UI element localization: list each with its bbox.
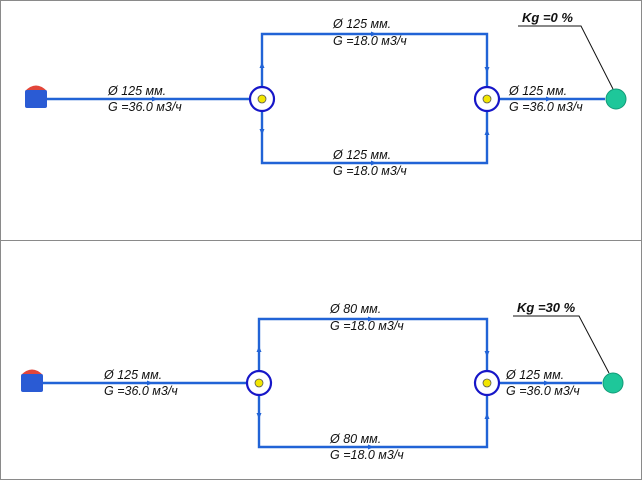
branch-top-flow-label: G =18.0 м3/ч (333, 34, 407, 48)
split-node-icon[interactable] (248, 85, 276, 113)
pipe-scheme-top: Ø 125 мм. G =36.0 м3/ч Ø 125 мм. G =18.0… (25, 10, 627, 178)
pipe-scheme-bottom: Ø 125 мм. G =36.0 м3/ч Ø 80 мм. G =18.0 … (21, 300, 624, 462)
flow-arrow (368, 316, 374, 322)
inlet-diameter-label: Ø 125 мм. (107, 84, 166, 98)
outlet-diameter-label: Ø 125 мм. (505, 368, 564, 382)
branch-bottom-diameter-label: Ø 80 мм. (329, 432, 381, 446)
flow-arrow (259, 129, 265, 135)
scheme-panel-top: Ø 125 мм. G =36.0 м3/ч Ø 125 мм. G =18.0… (0, 0, 642, 241)
consumer-icon[interactable] (602, 372, 624, 394)
flow-arrow (256, 346, 262, 352)
flow-arrow (484, 129, 490, 135)
inlet-flow-label: G =36.0 м3/ч (108, 100, 182, 114)
scheme-panel-bottom: Ø 125 мм. G =36.0 м3/ч Ø 80 мм. G =18.0 … (0, 240, 642, 480)
kg-leader-line (513, 315, 610, 374)
kg-value-label: Kg =0 % (522, 10, 573, 25)
branch-top-flow-label: G =18.0 м3/ч (330, 319, 404, 333)
outlet-diameter-label: Ø 125 мм. (508, 84, 567, 98)
flow-arrow (147, 380, 153, 386)
inlet-diameter-label: Ø 125 мм. (103, 368, 162, 382)
outlet-flow-label: G =36.0 м3/ч (509, 100, 583, 114)
flow-arrow (371, 31, 377, 37)
merge-node-icon[interactable] (473, 85, 501, 113)
branch-top-diameter-label: Ø 125 мм. (332, 17, 391, 31)
consumer-icon[interactable] (605, 88, 627, 110)
flow-arrow (152, 96, 158, 102)
flow-arrow (368, 444, 374, 450)
split-node-icon[interactable] (245, 369, 273, 397)
flow-arrow (546, 96, 552, 102)
flow-arrow (256, 413, 262, 419)
source-icon[interactable] (25, 85, 47, 109)
branch-bottom-flow-label: G =18.0 м3/ч (330, 448, 404, 462)
source-icon[interactable] (21, 369, 43, 393)
inlet-flow-label: G =36.0 м3/ч (104, 384, 178, 398)
kg-leader-line (518, 25, 614, 90)
kg-value-label: Kg =30 % (517, 300, 576, 315)
flow-arrow (484, 351, 490, 357)
branch-top-diameter-label: Ø 80 мм. (329, 302, 381, 316)
flow-arrow (259, 62, 265, 68)
flow-arrow (484, 413, 490, 419)
flow-arrow (371, 160, 377, 166)
flow-arrow (484, 67, 490, 73)
branch-bottom-diameter-label: Ø 125 мм. (332, 148, 391, 162)
branch-bottom-flow-label: G =18.0 м3/ч (333, 164, 407, 178)
flow-arrow (544, 380, 550, 386)
merge-node-icon[interactable] (473, 369, 501, 397)
outlet-flow-label: G =36.0 м3/ч (506, 384, 580, 398)
